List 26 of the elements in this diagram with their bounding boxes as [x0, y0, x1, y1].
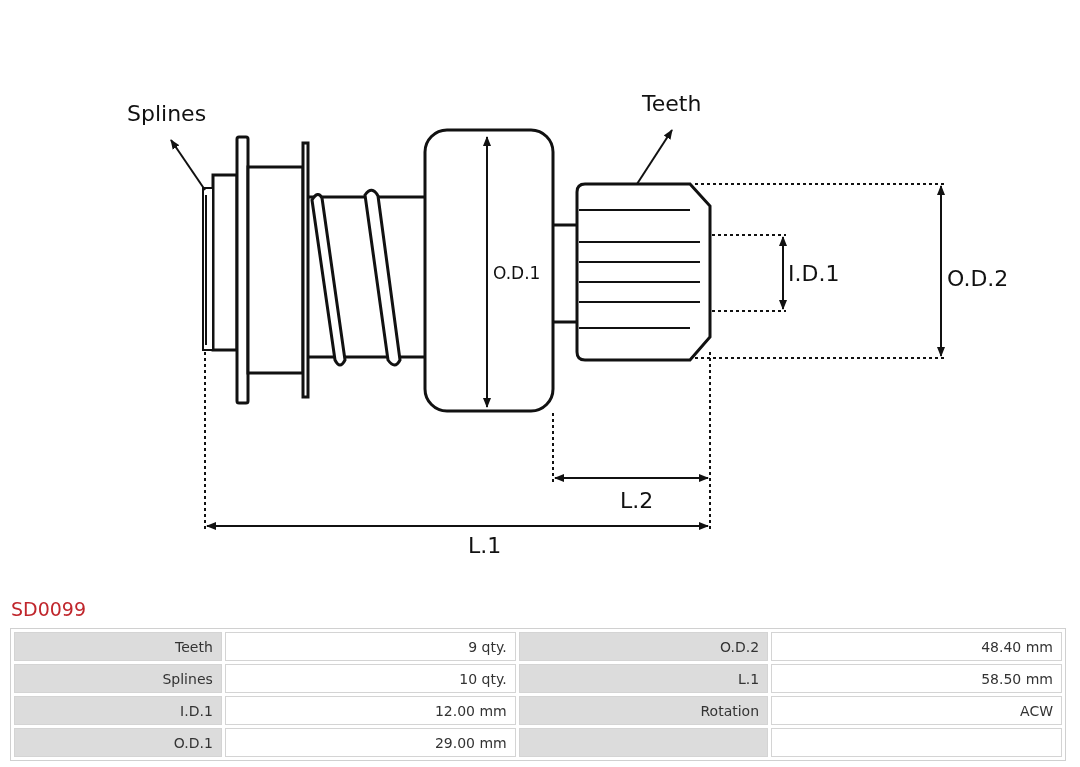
- spec-value: 29.00 mm: [224, 728, 516, 757]
- dimension-label: L.2: [620, 488, 654, 513]
- dimension-label: O.D.2: [947, 266, 1009, 291]
- spec-value: ACW: [771, 696, 1062, 725]
- part-label: Teeth: [642, 91, 702, 116]
- dimension-label: O.D.1: [493, 263, 541, 283]
- part-label: Splines: [127, 101, 207, 126]
- spec-name: O.D.2: [518, 632, 769, 661]
- pinion-gear: [575, 182, 712, 362]
- spec-name: O.D.1: [14, 728, 222, 757]
- spec-name: Rotation: [518, 696, 769, 725]
- dimension-label: L.1: [468, 533, 502, 558]
- part-number-heading: SD0099: [11, 598, 87, 620]
- dimension-label: I.D.1: [788, 261, 840, 286]
- spec-name: Splines: [14, 664, 222, 693]
- spec-value: 48.40 mm: [771, 632, 1062, 661]
- spec-value: 9 qty.: [224, 632, 516, 661]
- leader-line: [636, 129, 673, 185]
- spec-name: I.D.1: [14, 696, 222, 725]
- spline-section: [202, 187, 214, 351]
- leader-line: [170, 139, 206, 191]
- spec-name: L.1: [518, 664, 769, 693]
- spec-name: Teeth: [14, 632, 222, 661]
- spec-value: 10 qty.: [224, 664, 516, 693]
- spec-value: 12.00 mm: [224, 696, 516, 725]
- spec-value: 58.50 mm: [771, 664, 1062, 693]
